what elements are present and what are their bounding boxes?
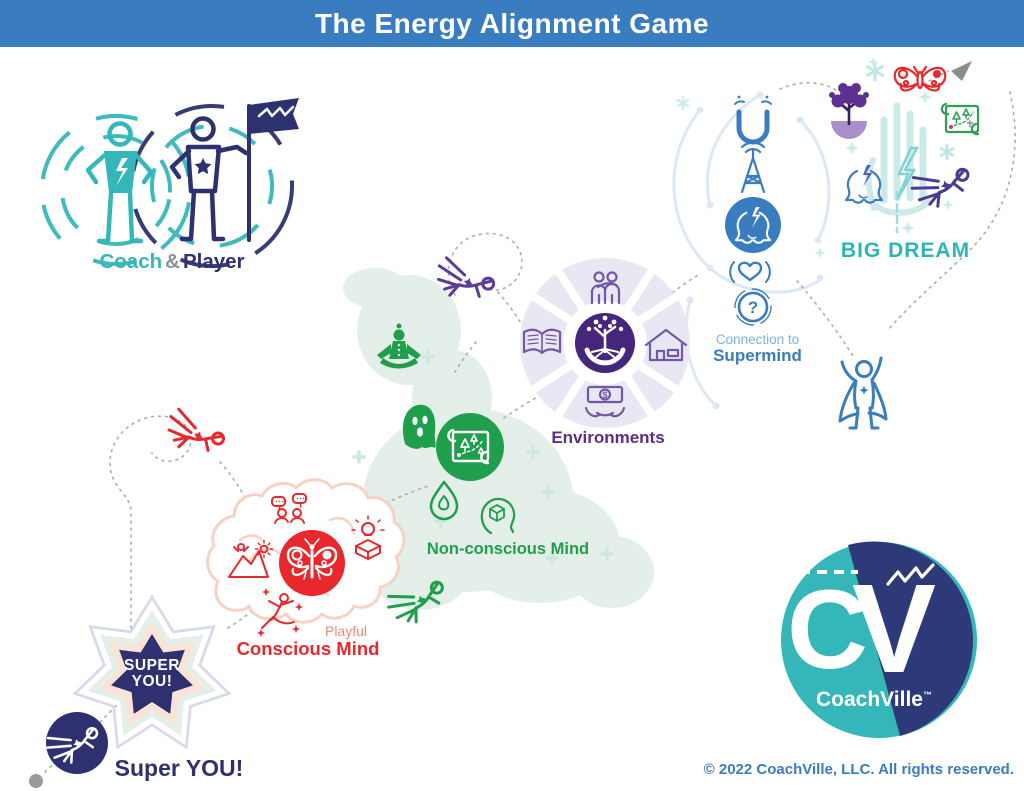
- supermind-connection-badge: [725, 197, 781, 253]
- people-icon: [590, 271, 621, 305]
- zigzag-icon: [886, 563, 935, 586]
- logo-wordmark: CoachVille™: [816, 688, 932, 711]
- conscious-mind-label: Conscious Mind: [236, 638, 380, 659]
- magnet-icon: [734, 95, 772, 145]
- hand-icon: [865, 102, 932, 234]
- big-dream-cluster: [675, 57, 980, 259]
- idea-box-icon: [351, 515, 385, 560]
- big-dream-label: BIG DREAM: [840, 239, 971, 262]
- superhero-flying-dream-icon: [908, 162, 976, 213]
- lightning-icon: [116, 158, 128, 186]
- player-figure: [169, 98, 299, 242]
- nonconscious-cluster: [377, 323, 516, 535]
- logo-letter-v: V: [852, 558, 937, 699]
- page-title: The Energy Alignment Game: [314, 7, 710, 39]
- faces-outline-icon: [844, 163, 884, 204]
- dollar-glyph: $: [602, 390, 607, 400]
- ghost-icon: [402, 404, 436, 449]
- money-hands-icon: [584, 385, 626, 418]
- coach-player-illustration: [40, 98, 299, 268]
- copyright-notice: © 2022 CoachVille, LLC. All rights reser…: [703, 761, 1014, 778]
- environments-label: Environments: [551, 428, 665, 447]
- lightning-icon: [895, 146, 920, 201]
- question-glyph: ?: [748, 298, 758, 317]
- supermind-label-line2: Supermind: [713, 346, 802, 365]
- super-you-caption: Super YOU!: [114, 755, 244, 781]
- tree-icon: [829, 83, 869, 139]
- environments-wheel: [520, 258, 690, 428]
- tree-of-life-icon: [584, 315, 626, 366]
- arrow-icon: [951, 61, 972, 81]
- title-bar: The Energy Alignment Game: [0, 0, 1024, 47]
- book-icon: [522, 328, 562, 355]
- super-you-cluster: [45, 597, 229, 774]
- super-you-badge-text: SUPER YOU!: [124, 657, 180, 690]
- head-cube-icon: [480, 497, 516, 535]
- supermind-label-line1: Connection to: [715, 332, 800, 347]
- house-icon: [644, 328, 688, 362]
- network-swirl-background: [672, 91, 831, 410]
- star-icon: [194, 158, 212, 175]
- dancer-icon: [256, 587, 304, 638]
- butterfly-outline-icon: [893, 65, 947, 92]
- superhero-standing-icon: [838, 356, 888, 430]
- coachville-logo: [781, 541, 977, 738]
- climber-icon: [228, 539, 274, 578]
- conversation-icon: [271, 493, 307, 524]
- supermind-column: [725, 95, 781, 326]
- radio-tower-icon: [740, 141, 766, 194]
- question-icon: [734, 288, 772, 326]
- butterfly-icon: [286, 538, 338, 580]
- logo-letter-c: C: [787, 567, 868, 692]
- conscious-mind-cluster: [206, 478, 406, 638]
- heart-broadcast-icon: [729, 261, 771, 283]
- trademark-symbol: ™: [923, 690, 932, 700]
- coach-figure: [85, 121, 154, 244]
- superhero-flying-red-icon: [159, 405, 229, 465]
- treasure-map-icon: [940, 102, 980, 136]
- meditation-icon: [377, 323, 421, 369]
- map-badge-icon: [436, 413, 504, 481]
- coach-player-label: Coach&Player: [99, 250, 245, 273]
- nonconscious-mind-label: Non-conscious Mind: [426, 540, 590, 558]
- flame-icon: [429, 480, 459, 521]
- flag-icon: [249, 98, 299, 134]
- playful-label: Playful: [324, 623, 368, 639]
- path-start-dot: [29, 774, 43, 788]
